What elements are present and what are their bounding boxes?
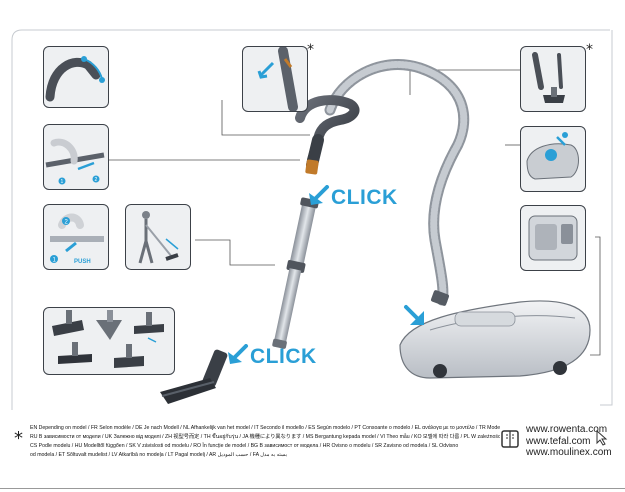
nozzle-set-illustration bbox=[44, 308, 174, 374]
optional-star-marker: * bbox=[307, 42, 314, 58]
panel-hose-connect bbox=[242, 46, 308, 112]
optional-star-marker-accessories: * bbox=[586, 42, 593, 58]
footer-star-marker: * bbox=[14, 428, 23, 449]
panel-body-storage bbox=[520, 205, 586, 271]
panel-accessories bbox=[520, 46, 586, 112]
hose-hand-illustration: 1 2 bbox=[44, 125, 108, 189]
svg-text:1: 1 bbox=[61, 179, 64, 185]
panel-nozzles bbox=[43, 307, 175, 375]
page-divider bbox=[0, 488, 625, 489]
body-storage-illustration bbox=[521, 206, 585, 270]
panel-body-lid bbox=[520, 126, 586, 192]
tube-push-illustration: 1 2 PUSH bbox=[44, 205, 108, 269]
click-arrow-icon bbox=[307, 185, 331, 207]
panel-hose-storage: 1 2 bbox=[43, 124, 109, 190]
outline-frame bbox=[12, 30, 610, 40]
footer-model-note: EN Depending on model / FR Selon modèle … bbox=[30, 424, 500, 460]
accessories-illustration bbox=[521, 47, 585, 111]
vacuum-body bbox=[400, 301, 590, 378]
panel-user-vacuuming bbox=[125, 204, 191, 270]
panel-handle-adjust bbox=[43, 46, 109, 108]
hose-connect-illustration bbox=[243, 47, 307, 111]
insert-arrow-icon bbox=[402, 303, 428, 329]
click-arrow-icon-bottom bbox=[226, 344, 250, 366]
website-moulinex[interactable]: www.moulinex.com bbox=[526, 447, 612, 459]
book-icon bbox=[500, 428, 520, 450]
footer-line-3: CS Podle modelu / HU Modelltől függően /… bbox=[30, 442, 500, 451]
telescopic-tube bbox=[270, 197, 319, 349]
user-illustration bbox=[126, 205, 190, 269]
footer-line-2: RU В зависимости от модели / UK Залежно … bbox=[30, 433, 500, 442]
body-lid-illustration bbox=[521, 127, 585, 191]
push-label: PUSH bbox=[74, 259, 91, 265]
click-label-bottom: CLICK bbox=[250, 345, 317, 369]
cursor-icon bbox=[595, 430, 609, 446]
panel-tube-push: 1 2 PUSH bbox=[43, 204, 109, 270]
footer-line-4: od modela / ET Sõltuvalt mudelist / LV A… bbox=[30, 451, 500, 460]
svg-text:2: 2 bbox=[95, 177, 98, 183]
handle-illustration bbox=[44, 47, 108, 107]
footer-line-1: EN Depending on model / FR Selon modèle … bbox=[30, 424, 500, 433]
click-label-top: CLICK bbox=[331, 186, 398, 210]
